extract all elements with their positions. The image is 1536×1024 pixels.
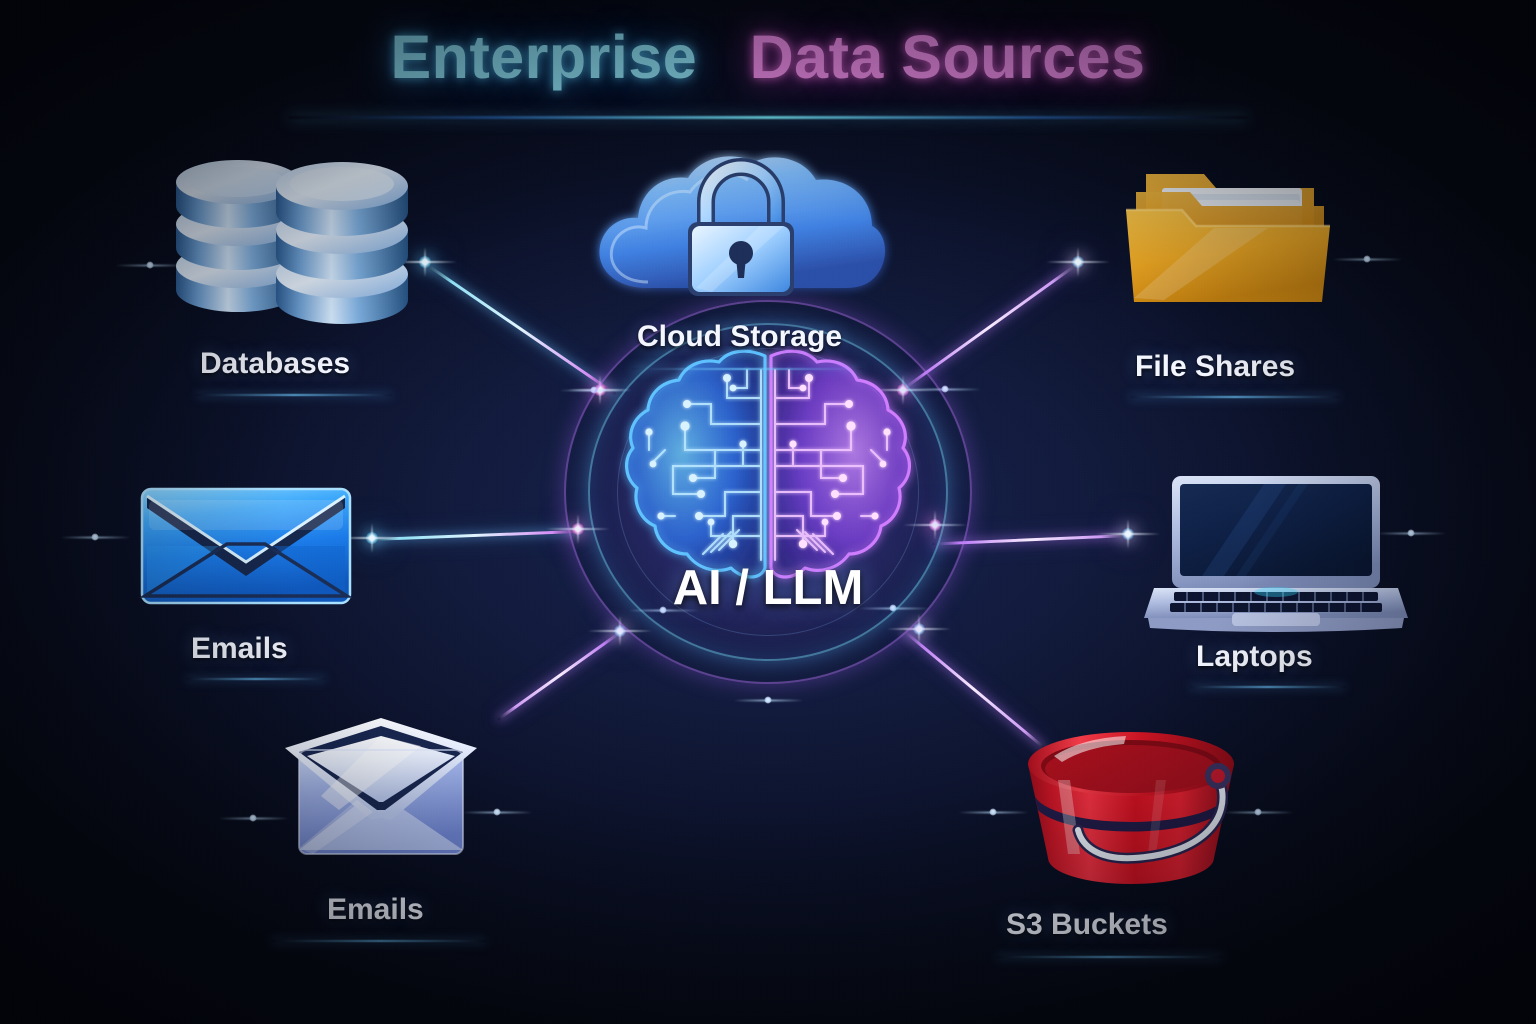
label-underline-cloud-storage	[632, 368, 864, 370]
node-databases[interactable]	[168, 148, 418, 328]
connector-node-laptops-outer	[1122, 528, 1134, 540]
connector-emails-left	[369, 529, 582, 541]
label-s3-buckets: S3 Buckets	[1006, 908, 1168, 941]
connector-node-databases-outer	[419, 256, 431, 268]
node-cloud-storage[interactable]	[588, 150, 894, 310]
label-cloud-storage: Cloud Storage	[637, 320, 843, 353]
label-emails-left: Emails	[191, 632, 288, 665]
laptop-icon	[1144, 476, 1408, 632]
node-emails-left[interactable]	[138, 486, 354, 606]
folder-documents-icon	[1126, 174, 1330, 302]
brain-circuit-icon	[615, 346, 921, 590]
label-underline-laptops	[1190, 686, 1346, 688]
label-underline-s3-buckets	[996, 956, 1222, 958]
node-laptops[interactable]	[1140, 470, 1410, 638]
title-part-data-sources: Data Sources	[749, 23, 1146, 91]
node-s3-buckets[interactable]	[1006, 722, 1256, 890]
envelope-silver-icon	[285, 718, 477, 855]
background-spark-2	[1363, 255, 1371, 263]
background-spark-1	[146, 261, 154, 269]
background-spark-3	[91, 533, 99, 541]
label-underline-file-shares	[1130, 396, 1340, 398]
label-emails-bottom: Emails	[327, 893, 424, 926]
label-underline-emails-left	[186, 678, 326, 680]
connector-node-file-shares-outer	[1072, 256, 1084, 268]
background-spark-5	[249, 814, 257, 822]
label-file-shares: File Shares	[1135, 350, 1296, 383]
label-laptops: Laptops	[1196, 640, 1313, 673]
connector-node-emails-left-outer	[366, 532, 378, 544]
label-underline-databases	[196, 394, 392, 396]
database-stack-icon	[176, 160, 408, 324]
background-spark-6	[493, 808, 501, 816]
background-spark-7	[989, 808, 997, 816]
label-databases: Databases	[200, 347, 351, 380]
title-underline	[288, 116, 1248, 119]
node-emails-bottom[interactable]	[281, 714, 481, 874]
envelope-blue-icon	[138, 487, 354, 605]
red-bucket-icon	[1028, 732, 1234, 884]
node-file-shares[interactable]	[1118, 158, 1350, 316]
label-underline-emails-bottom	[272, 940, 486, 942]
page-title: Enterprise Data Sources	[0, 22, 1536, 92]
title-part-enterprise: Enterprise	[390, 23, 698, 91]
center-label: AI / LLM	[672, 561, 864, 615]
cloud-lock-icon	[599, 156, 886, 296]
